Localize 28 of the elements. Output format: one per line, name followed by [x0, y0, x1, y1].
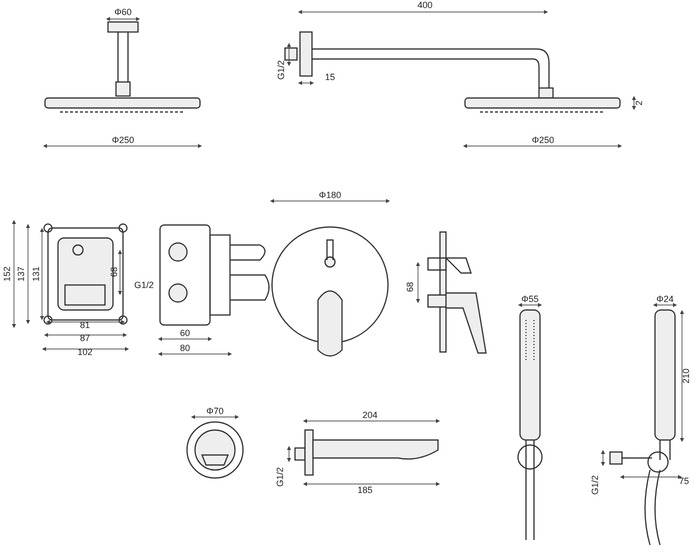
dimension-label: Φ70	[206, 406, 224, 416]
dimension-label: 60	[180, 328, 190, 338]
dimension-label: 15	[325, 72, 335, 82]
dimension-label: 81	[80, 320, 90, 330]
dimension-label: 75	[679, 476, 689, 486]
dimension-label: Φ55	[521, 294, 539, 304]
dimension-label: G1/2	[590, 475, 600, 495]
dimension-label: Φ250	[112, 135, 134, 145]
dimension-label: 131	[31, 266, 41, 282]
dimension-label: G1/2	[276, 60, 286, 80]
dimension-label: Φ60	[114, 7, 132, 17]
dimension-label: 102	[77, 347, 93, 357]
dimension-label: Φ180	[318, 190, 342, 200]
dimension-label: Φ24	[656, 294, 674, 304]
dimension-label: 204	[362, 410, 378, 420]
dimension-label: 210	[681, 368, 691, 384]
dimension-label: Φ250	[532, 135, 554, 145]
dimension-label: G1/2	[275, 467, 285, 487]
dimension-label: 2	[634, 100, 644, 106]
dimension-label: 137	[16, 266, 26, 282]
dimension-label: G1/2	[134, 280, 154, 290]
dimension-label: 80	[180, 343, 190, 353]
dimension-label: 87	[80, 333, 90, 343]
dimension-label: 68	[405, 282, 415, 292]
dimension-label: 68	[109, 267, 119, 277]
dimension-label: 152	[2, 266, 12, 282]
dimension-label: 400	[417, 0, 433, 10]
dimension-label: 185	[357, 485, 373, 495]
